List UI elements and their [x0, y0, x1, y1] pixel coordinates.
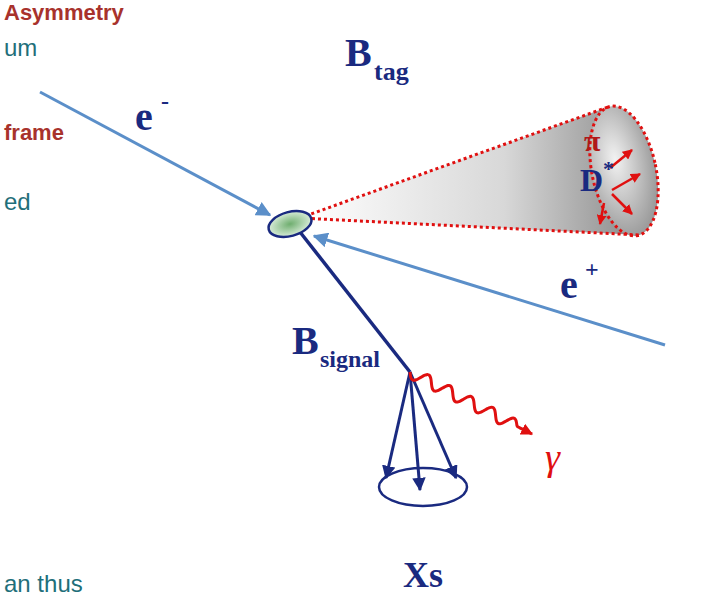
- particle-symbol: π: [584, 124, 600, 159]
- final-state-group: Xs: [368, 455, 478, 598]
- slide-text: ed: [4, 188, 31, 216]
- daughter-track: [386, 372, 410, 478]
- interaction-point: [266, 207, 315, 242]
- track-arrow: [612, 194, 632, 214]
- particle-subscript: tag: [374, 57, 409, 87]
- slide-heading: Asymmetry: [4, 0, 124, 25]
- slide-text: um: [4, 34, 37, 62]
- slide-heading: frame: [4, 120, 64, 145]
- track-arrow: [612, 174, 640, 190]
- positron-beam: [314, 236, 665, 345]
- charge-superscript: +: [585, 256, 599, 284]
- final-state-ellipse: [379, 468, 467, 506]
- track-arrow: [600, 203, 604, 224]
- particle-symbol: B: [345, 30, 372, 76]
- electron-beam: [40, 92, 270, 215]
- cone-edge: [300, 107, 608, 218]
- charge-superscript: -: [161, 88, 169, 116]
- slide-text: an thus: [4, 570, 83, 598]
- particle-superscript: *: [603, 156, 614, 181]
- cone-body: [300, 107, 640, 235]
- cone-cap: [579, 100, 669, 242]
- particle-subscript: signal: [320, 346, 380, 374]
- tag-cone: [300, 100, 669, 242]
- particle-symbol: D: [580, 162, 603, 199]
- particle-symbol: e: [135, 94, 153, 140]
- photon-wave: [410, 372, 532, 434]
- final-state-outline: [368, 455, 478, 521]
- particle-symbol: B: [292, 318, 319, 364]
- particle-symbol: γ: [545, 436, 560, 480]
- cone-edge: [300, 218, 640, 235]
- particle-symbol: e: [560, 262, 578, 308]
- particle-symbol: Xs: [403, 555, 443, 596]
